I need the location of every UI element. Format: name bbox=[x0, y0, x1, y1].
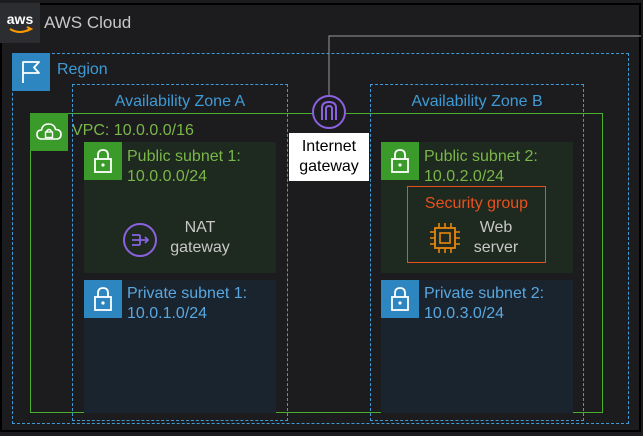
cloud-lock-icon bbox=[30, 113, 68, 151]
public-subnet-1-label-line2: 10.0.0.0/24 bbox=[127, 168, 208, 185]
lock-icon bbox=[84, 280, 122, 318]
internet-gateway-label-box: Internet gateway bbox=[289, 133, 369, 181]
availability-zone-a bbox=[72, 84, 288, 421]
region-group bbox=[12, 53, 629, 424]
aws-cloud-group bbox=[0, 3, 641, 432]
internet-gateway-label-line1: Internet bbox=[301, 138, 357, 155]
flag-icon bbox=[12, 53, 50, 91]
lock-icon bbox=[84, 142, 122, 180]
nat-gateway-icon bbox=[121, 221, 159, 259]
private-subnet-1-label-line1: Private subnet 1: bbox=[127, 285, 248, 302]
lock-icon bbox=[381, 280, 419, 318]
aws-logo-icon: aws bbox=[0, 3, 40, 43]
nat-gateway-label-line2: gateway bbox=[170, 239, 230, 256]
internet-gateway-label-line2: gateway bbox=[299, 158, 359, 175]
availability-zone-b-label: Availability Zone B bbox=[411, 93, 543, 110]
public-subnet-2-label-line2: 10.0.2.0/24 bbox=[424, 168, 505, 185]
vpc-label: VPC: 10.0.0.0/16 bbox=[72, 122, 194, 139]
public-subnet-2-label-line1: Public subnet 2: bbox=[424, 148, 538, 165]
private-subnet-2-label-line2: 10.0.3.0/24 bbox=[424, 305, 505, 322]
nat-gateway-label-line1: NAT bbox=[184, 219, 216, 236]
private-subnet-2-label-line1: Private subnet 2: bbox=[424, 285, 545, 302]
security-group bbox=[407, 186, 546, 263]
lock-icon bbox=[381, 142, 419, 180]
aws-cloud-label: AWS Cloud bbox=[44, 13, 132, 32]
web-server-label-line2: server bbox=[473, 239, 519, 256]
availability-zone-a-label: Availability Zone A bbox=[114, 93, 246, 110]
chip-icon bbox=[426, 219, 464, 257]
internet-gateway-icon bbox=[310, 93, 348, 131]
availability-zone-b bbox=[370, 84, 584, 421]
region-label: Region bbox=[57, 61, 108, 78]
svg-text:aws: aws bbox=[7, 11, 34, 27]
private-subnet-1-label-line2: 10.0.1.0/24 bbox=[127, 305, 208, 322]
web-server-label-line1: Web bbox=[479, 219, 513, 236]
security-group-label: Security group bbox=[424, 195, 529, 212]
public-subnet-1-label-line1: Public subnet 1: bbox=[127, 148, 241, 165]
